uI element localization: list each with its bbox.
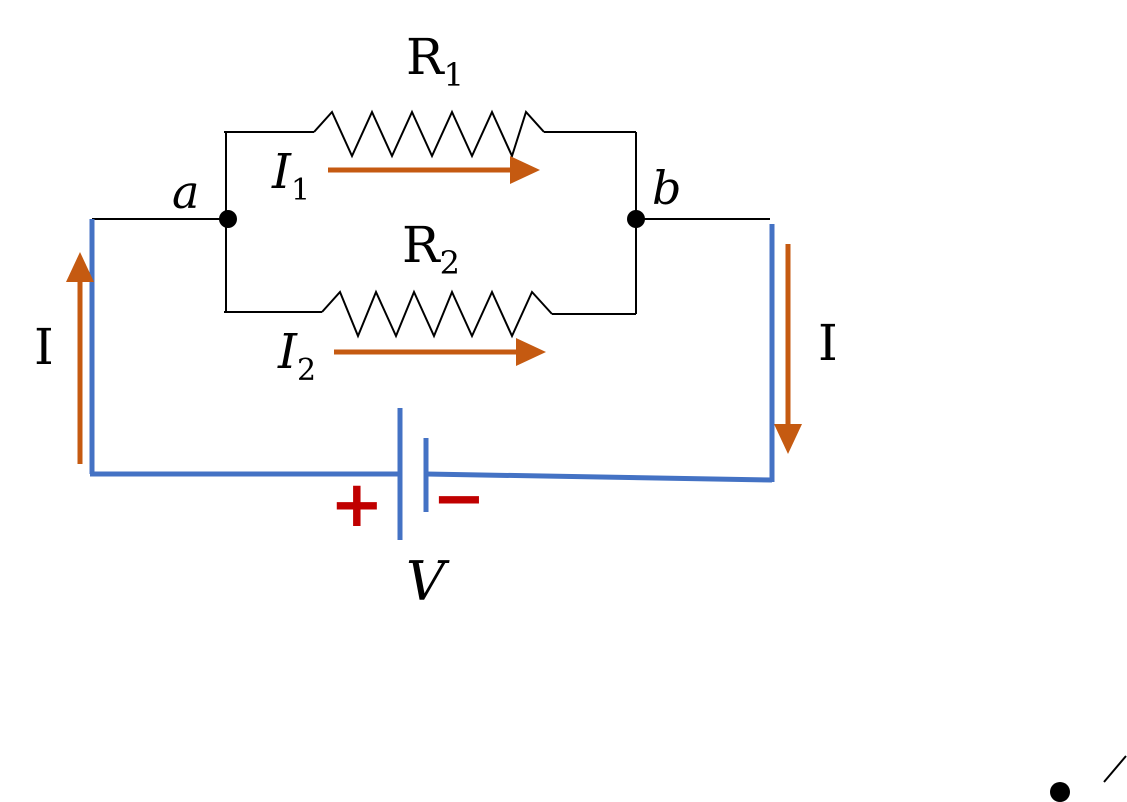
arrowhead-i1	[510, 156, 540, 184]
resistor-r1-zigzag	[313, 109, 545, 159]
resistor-r2-zigzag	[321, 289, 553, 339]
label-r2-base: R	[402, 216, 441, 274]
battery-plus-sign: +	[330, 468, 384, 542]
label-r1: R1	[406, 28, 464, 94]
arrowhead-i2	[516, 338, 546, 366]
arrowhead-right-down	[774, 424, 802, 454]
node-a-dot	[219, 210, 237, 228]
label-r1-base: R	[406, 28, 445, 86]
label-i1: I1	[271, 144, 310, 208]
label-current-left: I	[34, 318, 54, 376]
current-arrows	[77, 167, 791, 464]
blue-wire-bottom-right	[425, 471, 773, 483]
label-r2: R2	[402, 216, 460, 282]
stray-dot	[1050, 782, 1070, 802]
stray-slash	[1103, 755, 1127, 783]
label-i1-base: I	[271, 144, 292, 200]
label-i2-base: I	[277, 324, 298, 380]
label-r2-sub: 2	[440, 244, 460, 282]
label-r1-sub: 1	[444, 56, 464, 94]
label-i2: I2	[277, 324, 316, 388]
arrowhead-left-up	[66, 252, 94, 282]
label-node-a: a	[172, 165, 199, 219]
blue-wires	[89, 219, 775, 540]
label-current-right: I	[818, 314, 838, 372]
node-b-dot	[627, 210, 645, 228]
label-voltage: V	[406, 550, 450, 613]
battery-minus-sign: −	[432, 462, 486, 536]
arrowheads	[66, 156, 802, 454]
label-i2-sub: 2	[297, 353, 316, 388]
label-node-b: b	[652, 161, 681, 215]
label-i1-sub: 1	[291, 173, 310, 208]
